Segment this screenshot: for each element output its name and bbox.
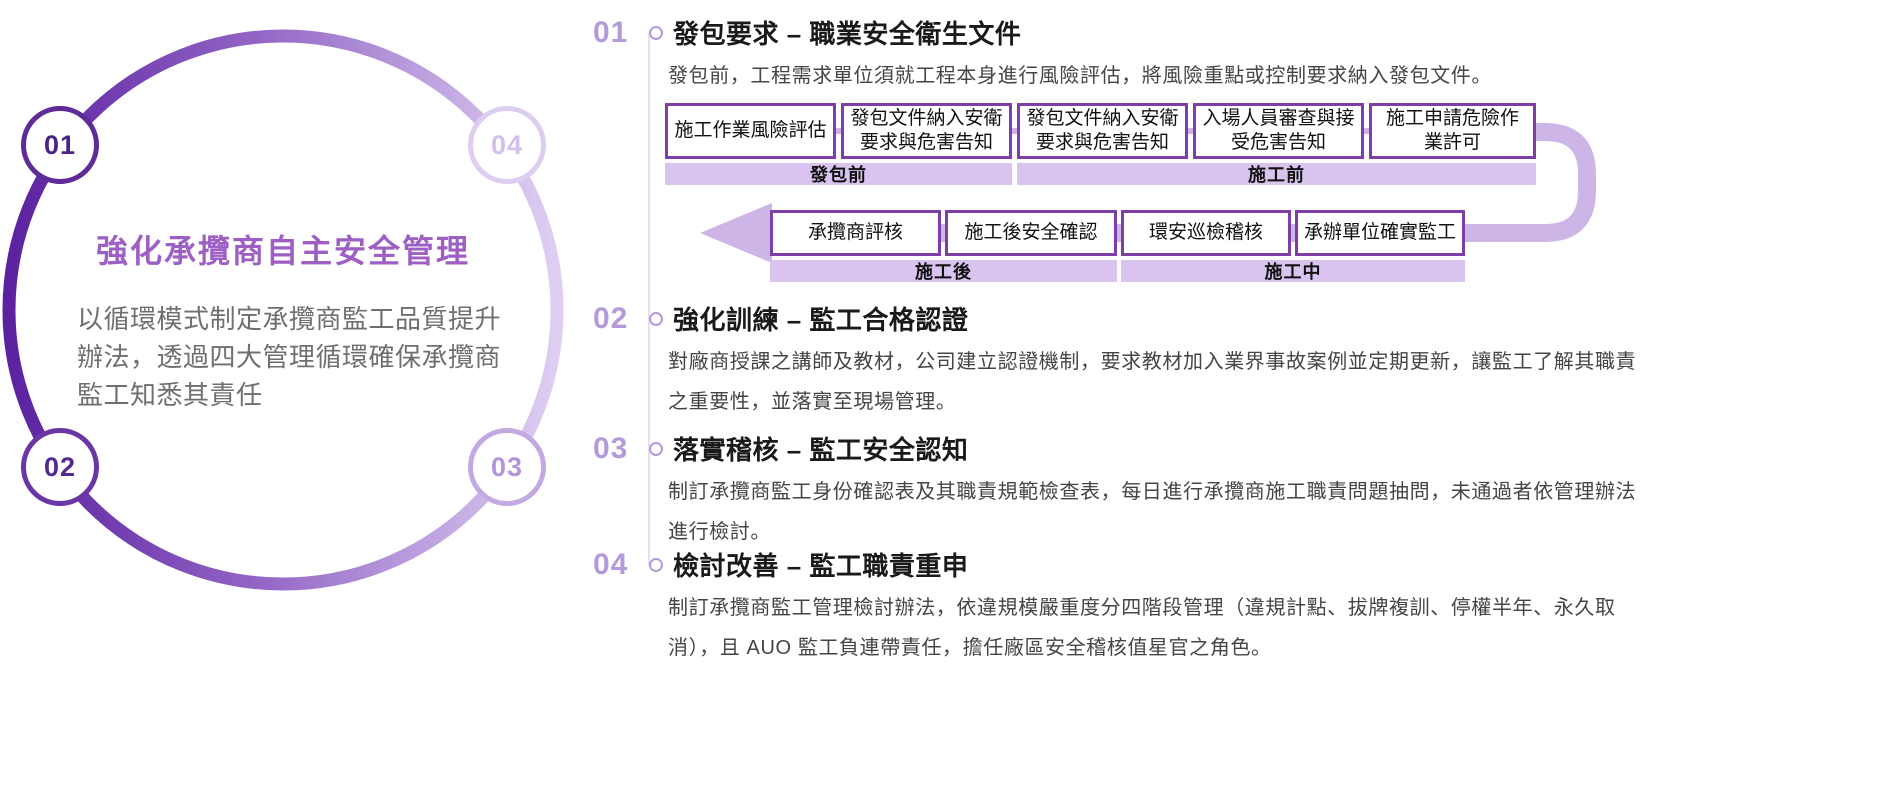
bullet-circle-icon	[649, 557, 663, 572]
timeline-line	[648, 34, 650, 566]
bullet-circle-icon	[649, 441, 663, 456]
section-description: 發包前，工程需求單位須就工程本身進行風險評估，將風險重點或控制要求納入發包文件。	[668, 65, 1492, 87]
section-title: 強化訓練 – 監工合格認證	[673, 305, 969, 335]
cycle-badge-01: 01	[21, 106, 99, 184]
flow-step-box: 環安巡檢稽核	[1121, 210, 1291, 256]
section-04-header: 04 檢討改善 – 監工職責重申	[593, 546, 968, 583]
section-title: 檢討改善 – 監工職責重申	[673, 551, 969, 581]
cycle-badge-label: 02	[43, 451, 77, 482]
phase-bar: 施工中	[1121, 260, 1465, 282]
section-description: 對廠商授課之講師及教材，公司建立認證機制，要求教材加入業界事故案例並定期更新，讓…	[668, 351, 1637, 413]
section-02-header: 02 強化訓練 – 監工合格認證	[593, 300, 968, 337]
cycle-ring	[2, 29, 564, 591]
cycle-badge-02: 02	[21, 428, 99, 506]
cycle-badge-03: 03	[468, 428, 546, 506]
flow-step-box: 發包文件納入安衛要求與危害告知	[841, 103, 1012, 159]
cycle-ring-graphic	[2, 29, 564, 591]
section-03-header: 03 落實稽核 – 監工安全認知	[593, 430, 968, 467]
phase-bar: 發包前	[665, 163, 1012, 185]
bullet-circle-icon	[649, 25, 663, 40]
cycle-badge-label: 01	[43, 129, 77, 160]
phase-bar: 施工後	[770, 260, 1117, 282]
section-number: 03	[593, 431, 629, 465]
cycle-badge-label: 03	[490, 451, 524, 482]
flow-step-box: 施工申請危險作業許可	[1369, 103, 1536, 159]
phase-bar: 施工前	[1017, 163, 1536, 185]
section-description: 制訂承攬商監工身份確認表及其職責規範檢查表，每日進行承攬商施工職責問題抽問，未通…	[668, 481, 1637, 543]
section-number: 02	[593, 301, 629, 335]
cycle-badge-label: 04	[490, 129, 524, 160]
section-description: 制訂承攬商監工管理檢討辦法，依違規模嚴重度分四階段管理（違規計點、拔牌複訓、停權…	[668, 597, 1616, 659]
flow-step-box: 發包文件納入安衛要求與危害告知	[1017, 103, 1188, 159]
flow-step-box: 承辦單位確實監工	[1295, 210, 1465, 256]
cycle-description: 以循環模式制定承攬商監工品質提升辦法，透過四大管理循環確保承攬商監工知悉其責任	[77, 304, 502, 410]
flow-step-box: 入場人員審查與接受危害告知	[1193, 103, 1364, 159]
flow-step-box: 施工後安全確認	[945, 210, 1117, 256]
section-title: 落實稽核 – 監工安全認知	[673, 435, 969, 465]
flow-step-box: 施工作業風險評估	[665, 103, 836, 159]
section-number: 04	[593, 547, 629, 581]
cycle-title: 強化承攬商自主安全管理	[95, 233, 470, 269]
flow-step-box: 承攬商評核	[770, 210, 941, 256]
cycle-badge-04: 04	[468, 106, 546, 184]
bullet-circle-icon	[649, 311, 663, 326]
section-01-header: 01 發包要求 – 職業安全衛生文件	[593, 14, 1021, 51]
section-number: 01	[593, 15, 629, 49]
section-title: 發包要求 – 職業安全衛生文件	[673, 19, 1022, 49]
flow-arrow-left-icon	[700, 203, 772, 263]
